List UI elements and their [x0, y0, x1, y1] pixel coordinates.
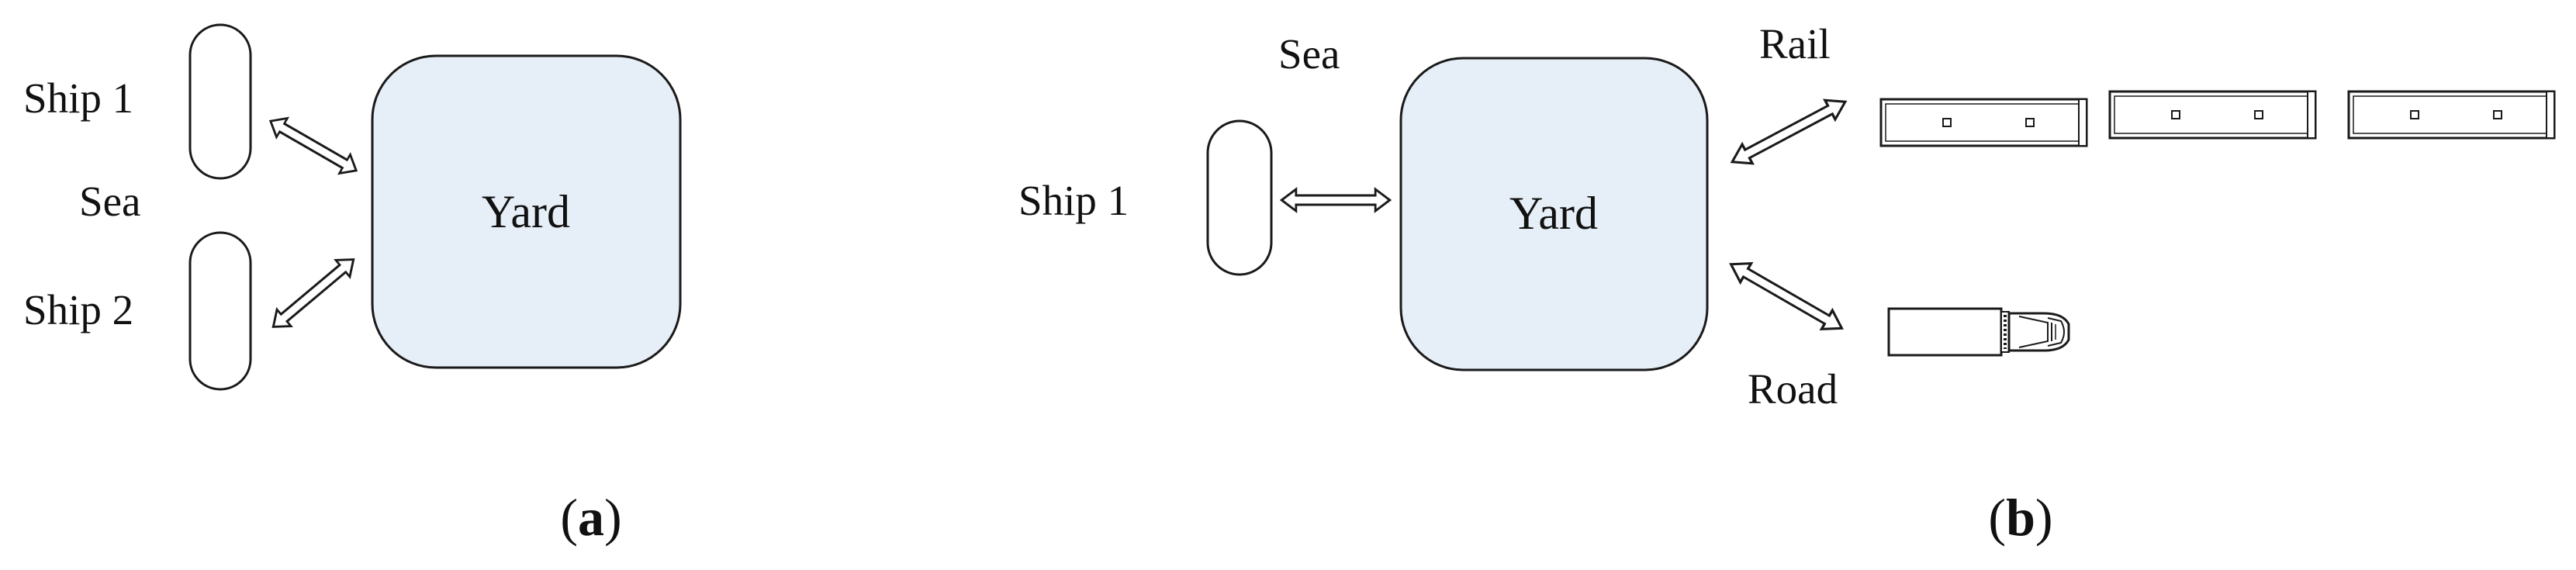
road-label: Road [1748, 365, 1838, 413]
sea-label: Sea [1278, 30, 1340, 78]
double-arrow-icon [1725, 91, 1852, 173]
rail-car-icon [2108, 90, 2317, 140]
yard-box [371, 54, 682, 369]
panel-a: Ship 1 Sea Ship 2 Yard (a) [23, 23, 682, 547]
yard-label: Yard [482, 186, 570, 237]
double-arrow-icon [264, 110, 363, 181]
yard-label: Yard [1509, 188, 1598, 239]
panel-b: Sea Ship 1 Yard Rail Road [1018, 20, 2556, 547]
ship-1-label: Ship 1 [23, 74, 133, 122]
ship-1-shape [1206, 119, 1273, 276]
ship-1-label: Ship 1 [1018, 177, 1129, 224]
caption-a: (a) [560, 488, 621, 547]
sea-label: Sea [79, 178, 140, 225]
yard-box [1399, 57, 1709, 371]
truck-icon [1887, 307, 2070, 357]
double-arrow-icon [265, 250, 362, 337]
double-arrow-icon [1724, 254, 1849, 339]
ship-1-shape [188, 23, 252, 180]
double-arrow-icon [1280, 188, 1392, 212]
ship-2-shape [188, 231, 252, 391]
ship-2-label: Ship 2 [23, 286, 133, 333]
rail-car-icon [1879, 98, 2088, 147]
rail-car-icon [2347, 90, 2556, 140]
rail-label: Rail [1759, 20, 1831, 67]
caption-b: (b) [1988, 488, 2052, 547]
